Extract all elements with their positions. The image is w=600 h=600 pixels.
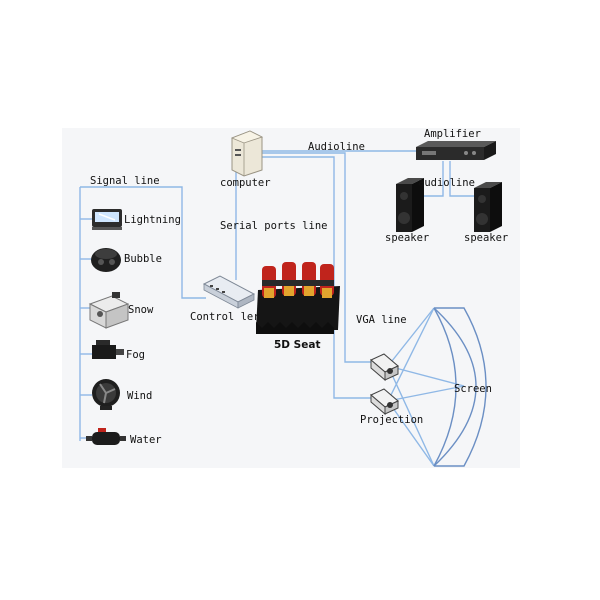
amplifier-label: Amplifier [424,128,481,140]
serial-ports-label: Serial ports line [220,220,327,232]
effect-label-bubble: Bubble [124,253,162,265]
snow-machine-icon [88,292,130,329]
wind-fan-icon [92,379,120,410]
audioline-label: Audioline [308,141,365,153]
signal-line-wire [80,186,206,299]
amplifier-icon [416,141,496,160]
screen-label: Screen [454,383,492,395]
vga-line-label: VGA line [356,314,407,326]
speaker-left-icon [396,178,424,232]
lightning-machine-icon [92,209,122,230]
effect-label-wind: Wind [127,390,152,402]
projection-beam-1 [387,307,465,467]
speaker-right-icon [474,182,502,232]
projection-screen [433,307,487,467]
signal-line-label: Signal line [90,175,160,187]
seat-label: 5D Seat [274,339,320,351]
projector-2-icon [369,388,400,416]
projection-beam-2 [387,307,465,467]
controller-icon [202,275,256,309]
controller-label: Control ler [190,311,260,323]
speaker-left-label: speaker [385,232,429,244]
seat-icon [256,262,340,334]
bubble-machine-icon [91,248,121,272]
effect-label-water: Water [130,434,162,446]
speaker-right-label: speaker [464,232,508,244]
effect-label-snow: Snow [128,304,154,316]
projector-1-icon [369,353,400,382]
vga-wire-1 [262,152,372,363]
computer-label: computer [220,177,271,189]
computer-icon [230,130,264,177]
effect-label-lightning: Lightning [124,214,181,226]
effect-label-fog: Fog [126,349,145,361]
projection-label: Projection [360,414,423,426]
fog-machine-icon [92,340,124,359]
speaker-audioline-label: audioline [418,177,475,189]
water-pump-icon [86,428,126,445]
